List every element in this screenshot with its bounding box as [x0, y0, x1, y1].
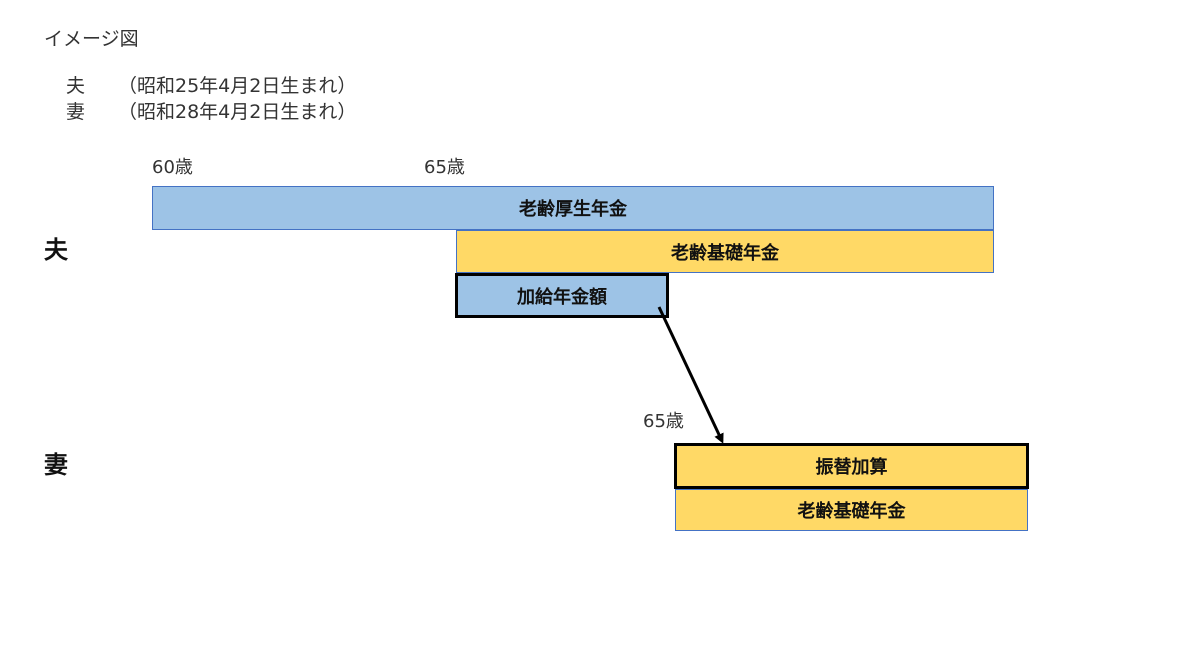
- wife-birth-date: （昭和28年4月2日生まれ）: [118, 101, 357, 123]
- wife-old-age-basic-pension-bar: 老齢基礎年金: [675, 489, 1028, 531]
- page-title: イメージ図: [44, 28, 139, 50]
- husband-age-65: 65歳: [424, 157, 465, 178]
- wife-old-age-basic-pension-label: 老齢基礎年金: [797, 501, 906, 522]
- wife-label: 妻: [66, 101, 86, 123]
- husband-birth-line: 夫 （昭和25年4月2日生まれ）: [66, 74, 356, 98]
- husband-old-age-basic-pension-label: 老齢基礎年金: [671, 242, 779, 264]
- wife-age-65: 65歳: [643, 411, 684, 432]
- wife-transfer-supplement-bar: 振替加算: [674, 443, 1029, 489]
- husband-spousal-supplement-bar: 加給年金額: [455, 273, 669, 318]
- husband-old-age-basic-pension-bar: 老齢基礎年金: [456, 230, 994, 273]
- wife-birth-line: 妻 （昭和28年4月2日生まれ）: [66, 100, 356, 124]
- husband-spousal-supplement-label: 加給年金額: [517, 286, 607, 308]
- husband-old-age-employees-pension-bar: 老齢厚生年金: [152, 186, 994, 230]
- transfer-arrow-line: [657, 306, 724, 444]
- husband-old-age-employees-pension-label: 老齢厚生年金: [519, 199, 627, 220]
- husband-age-60: 60歳: [152, 157, 193, 178]
- wife-row-label: 妻: [44, 451, 68, 479]
- wife-transfer-supplement-label: 振替加算: [815, 457, 888, 478]
- husband-birth-date: （昭和25年4月2日生まれ）: [118, 75, 357, 97]
- husband-label: 夫: [66, 75, 86, 97]
- husband-row-label: 夫: [44, 236, 68, 264]
